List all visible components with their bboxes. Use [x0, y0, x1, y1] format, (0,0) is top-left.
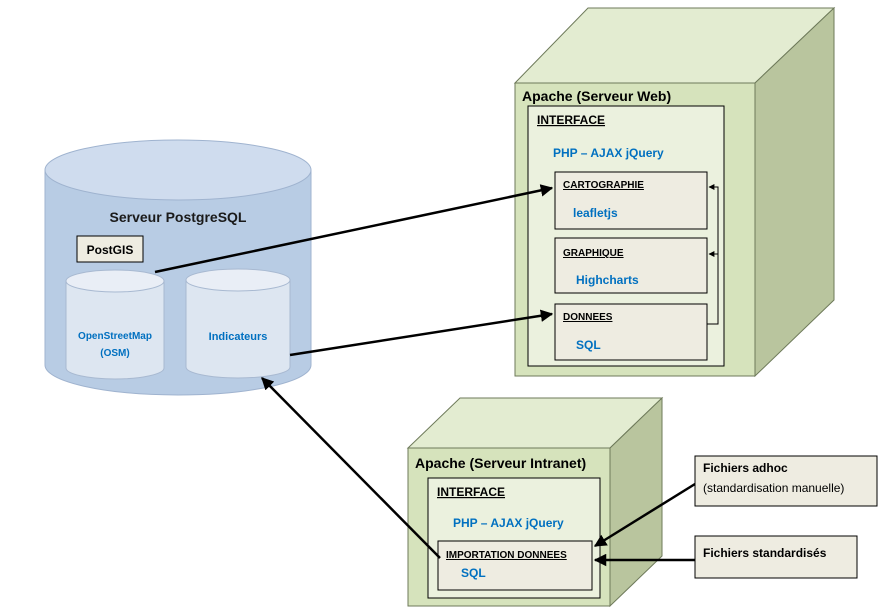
graphique-box [554, 237, 708, 294]
fichiers-adhoc-subtitle: (standardisation manuelle) [703, 481, 844, 495]
cartographie-title: CARTOGRAPHIE [563, 180, 644, 191]
postgresql-title: Serveur PostgreSQL [110, 209, 247, 225]
fichiers-adhoc-title: Fichiers adhoc [703, 461, 788, 475]
intranet-server-title: Apache (Serveur Intranet) [415, 455, 586, 471]
importation-box [437, 540, 593, 591]
osm-label-line2: (OSM) [100, 348, 129, 359]
arrow-adhoc-to-importation [593, 482, 696, 548]
fichiers-standardises: Fichiers standardisés [694, 535, 858, 579]
postgis-box [76, 235, 144, 263]
donnees-box [554, 303, 708, 361]
graphique-title: GRAPHIQUE [563, 248, 624, 259]
postgresql-server: Serveur PostgreSQL PostGIS OpenStreetMap… [44, 139, 312, 396]
arrow-postgis-to-cartographie [154, 184, 554, 274]
intranet-interface-label: INTERFACE [437, 485, 505, 499]
web-tech-label: PHP – AJAX jQuery [553, 146, 664, 160]
graphique-value: Highcharts [576, 273, 639, 287]
indicateurs-label: Indicateurs [209, 331, 268, 343]
indicateurs-database: Indicateurs [185, 268, 291, 379]
donnees-title: DONNEES [563, 312, 613, 323]
apache-web-server: Apache (Serveur Web) INTERFACE PHP – AJA… [513, 6, 836, 378]
fichiers-adhoc: Fichiers adhoc (standardisation manuelle… [694, 455, 878, 507]
osm-database: OpenStreetMap (OSM) [65, 269, 165, 380]
importation-value: SQL [461, 566, 486, 580]
fichiers-standardises-title: Fichiers standardisés [703, 546, 827, 560]
intranet-tech-label: PHP – AJAX jQuery [453, 516, 564, 530]
cartographie-value: leafletjs [573, 206, 618, 220]
arrow-indicateurs-to-donnees [289, 309, 554, 357]
arrow-importation-to-indicateurs [261, 377, 441, 559]
web-interface-label: INTERFACE [537, 113, 605, 127]
cartographie-box [554, 171, 708, 230]
apache-intranet-server: Apache (Serveur Intranet) INTERFACE PHP … [406, 396, 664, 608]
donnees-value: SQL [576, 338, 601, 352]
importation-title: IMPORTATION DONNEES [446, 550, 567, 561]
web-internal-flow-bracket [707, 184, 719, 325]
postgis-label: PostGIS [87, 243, 134, 257]
web-server-title: Apache (Serveur Web) [522, 88, 671, 104]
osm-label-line1: OpenStreetMap [78, 331, 152, 342]
